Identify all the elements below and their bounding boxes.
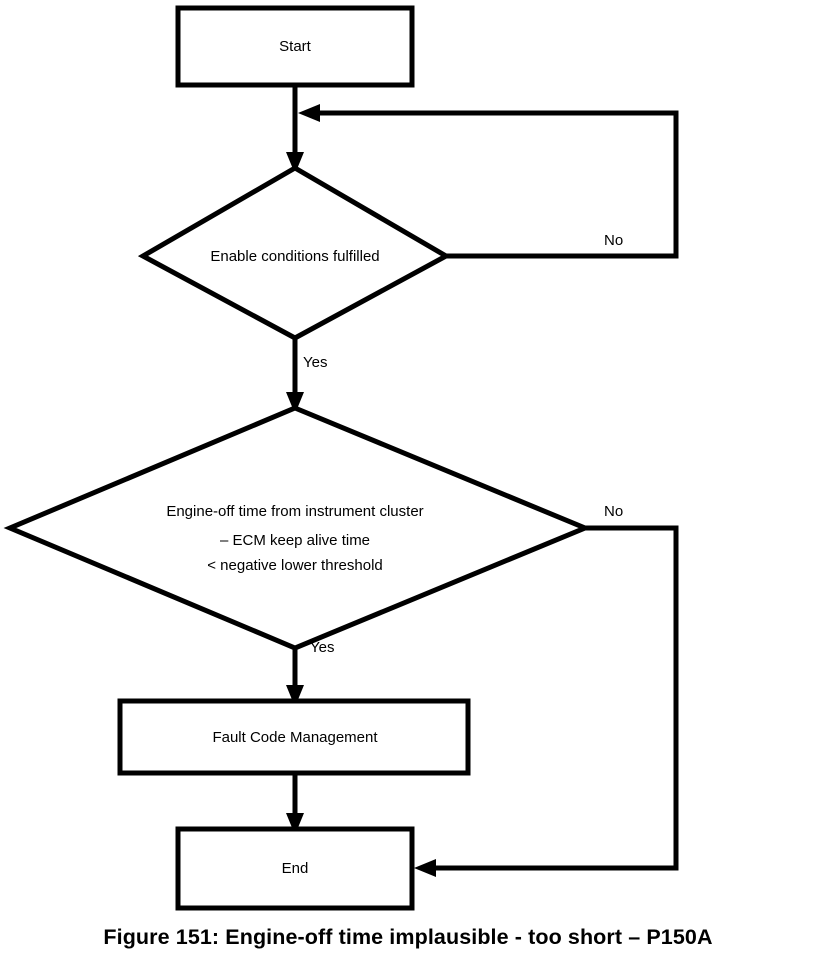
end-box[interactable]: [175, 826, 415, 911]
arrowhead-enable-no-loop: [298, 104, 320, 122]
node-fault-code-management[interactable]: Fault Code Management: [117, 698, 471, 776]
figure-caption: Figure 151: Engine-off time implausible …: [103, 925, 713, 949]
compare-decision-line-3: < negative lower threshold: [207, 557, 383, 574]
start-box[interactable]: [175, 5, 415, 88]
connector-compare-no: [424, 525, 679, 871]
compare-decision-line-1: Engine-off time from instrument cluster: [166, 503, 423, 520]
connector-enable-no-loop: [306, 110, 679, 259]
flowchart-canvas: Start Enable conditions fulfilled Engine…: [3, 5, 679, 911]
end-label: End: [282, 860, 309, 877]
node-compare-decision[interactable]: Engine-off time from instrument cluster …: [3, 405, 592, 651]
edge-label-compare-no: No: [604, 503, 623, 520]
arrowhead-into-end: [286, 813, 304, 835]
enable-decision-diamond[interactable]: [137, 165, 452, 341]
enable-decision-label: Enable conditions fulfilled: [210, 248, 379, 265]
compare-decision-diamond[interactable]: [3, 405, 592, 651]
edge-label-compare-yes: Yes: [310, 639, 334, 656]
edge-label-enable-no: No: [604, 232, 623, 249]
edge-label-enable-yes: Yes: [303, 354, 327, 371]
compare-decision-line-2: – ECM keep alive time: [220, 532, 370, 549]
fault-code-box[interactable]: [117, 698, 471, 776]
arrowhead-into-compare: [286, 392, 304, 414]
arrowhead-compare-no-into-end: [414, 859, 436, 877]
arrowhead-into-fault-code: [286, 685, 304, 707]
node-enable-decision[interactable]: Enable conditions fulfilled: [137, 165, 452, 341]
start-label: Start: [279, 38, 312, 55]
node-start[interactable]: Start: [175, 5, 415, 88]
arrowhead-into-enable: [286, 152, 304, 174]
fault-code-label: Fault Code Management: [212, 729, 378, 746]
node-end[interactable]: End: [175, 826, 415, 911]
